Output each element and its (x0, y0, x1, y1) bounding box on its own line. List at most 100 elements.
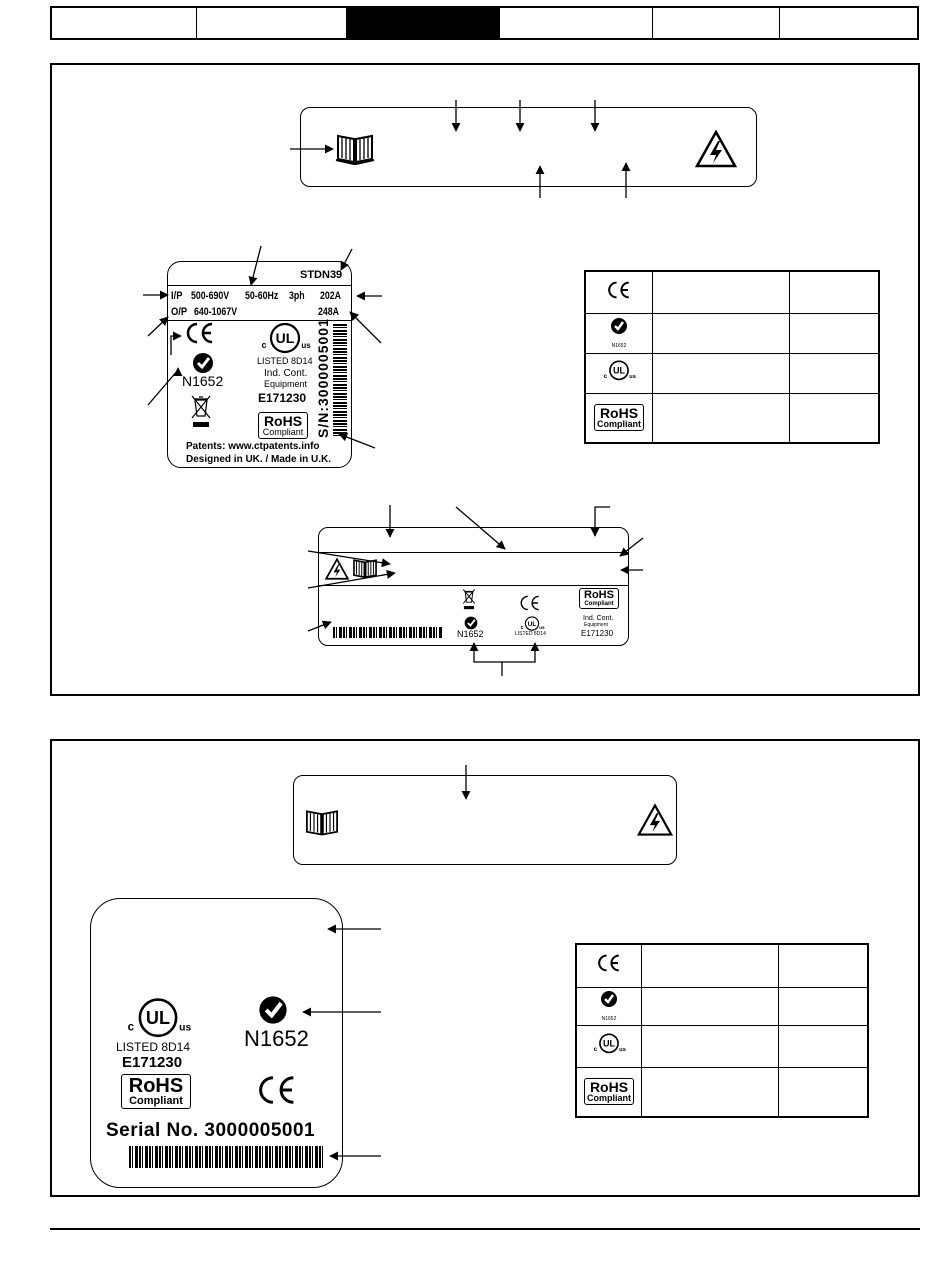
approvals-1-ul-cell: UL c us (584, 352, 653, 394)
svg-text:c: c (521, 625, 524, 631)
approvals-1-cell (789, 392, 880, 444)
label2-ul-listed: LISTED 8D14 (515, 631, 546, 637)
approvals-2-cell (778, 1066, 869, 1118)
approvals-1-rohs-main: RoHS (599, 404, 639, 421)
label1-op-current: 248A (318, 306, 340, 318)
label1-ul-line2: Equipment (264, 379, 308, 389)
ul-mark-icon: UL c us (604, 359, 636, 380)
svg-text:UL: UL (613, 365, 626, 375)
c-tick-icon (464, 616, 478, 630)
approvals-2-ctick-code: N1652 (601, 1016, 617, 1022)
warning-electric-icon (637, 803, 673, 836)
ce-mark-icon (186, 322, 213, 344)
svg-text:us: us (179, 1023, 191, 1034)
label1-divider (168, 285, 351, 286)
svg-text:c: c (128, 1021, 135, 1034)
label1-op-voltage: 640-1067V (194, 306, 238, 318)
label2-ctick-code: N1652 (457, 629, 484, 639)
drive-rating-label-2: RoHS Compliant N1652 UL c us LISTED 8D14… (318, 527, 629, 646)
book-icon (335, 134, 375, 165)
header-tab-strip (50, 6, 919, 40)
svg-text:us: us (629, 374, 636, 380)
label1-made-in: Designed in UK. / Made in U.K. (186, 454, 332, 465)
label1-ul-file: E171230 (258, 391, 307, 405)
label2-rohs-sub: Compliant (584, 601, 614, 607)
label3-rohs-sub: Compliant (129, 1095, 183, 1107)
drive-rating-label-1: STDN39 I/P 500-690V 50-60Hz 3ph 202A O/P… (167, 261, 352, 468)
label1-ip-freq: 50-60Hz (245, 290, 279, 302)
label2-rohs-badge: RoHS Compliant (579, 588, 619, 609)
ce-mark-icon (598, 954, 619, 972)
label1-rohs-sub: Compliant (262, 427, 304, 437)
label1-rohs-badge: RoHS Compliant (258, 412, 308, 439)
approvals-table-1: N1652 UL c us RoHS Compliant (584, 270, 880, 444)
tab-2 (197, 8, 347, 38)
svg-text:us: us (539, 625, 545, 630)
svg-text:us: us (619, 1047, 626, 1053)
approvals-1-cell (652, 392, 790, 444)
approvals-1-rohs-sub: Compliant (597, 418, 641, 429)
svg-text:UL: UL (528, 621, 537, 628)
ce-mark-icon (608, 281, 629, 299)
tab-5 (653, 8, 780, 38)
label1-ip-label: I/P (171, 290, 183, 302)
label2-ul-line1: Ind. Cont. (583, 615, 614, 622)
label1-patents: Patents: www.ctpatents.info (186, 441, 320, 452)
weee-bin-icon (191, 395, 211, 427)
c-tick-icon (601, 991, 617, 1007)
approvals-1-ce-cell (584, 270, 653, 314)
tab-1 (52, 8, 197, 38)
weee-bin-icon (462, 589, 476, 610)
label3-serial: Serial No. 3000005001 (106, 1120, 316, 1141)
approvals-1-ctick-code: N1652 (611, 343, 627, 349)
svg-text:c: c (594, 1046, 598, 1053)
label1-op-label: O/P (171, 306, 188, 318)
approvals-1-cell (652, 312, 790, 354)
approvals-1-cell (789, 312, 880, 354)
label1-ip-voltage: 500-690V (191, 290, 230, 302)
figure-2-frame (50, 739, 920, 1197)
label1-ip-current: 202A (320, 290, 342, 302)
barcode-icon (129, 1146, 323, 1168)
label2-divider-2 (319, 585, 628, 586)
tab-3-active (347, 8, 500, 38)
barcode-icon (333, 324, 347, 436)
ul-mark-icon: UL c us (128, 998, 191, 1038)
approvals-2-rohs-sub: Compliant (587, 1092, 631, 1103)
label3-ul-file: E171230 (122, 1054, 183, 1071)
label1-divider-2 (168, 320, 351, 321)
tab-4 (500, 8, 653, 38)
approvals-1-rohs-cell: RoHS Compliant (584, 392, 653, 444)
label3-rohs-main: RoHS (128, 1075, 184, 1097)
label1-ul-line1: Ind. Cont. (264, 368, 308, 379)
label2-divider (319, 552, 628, 553)
approvals-1-ctick-cell: N1652 (584, 312, 653, 354)
ul-mark-icon: UL c us (521, 616, 545, 631)
approvals-2-rohs-main: RoHS (589, 1078, 629, 1095)
label1-ul-listed: LISTED 8D14 (257, 356, 313, 366)
svg-text:c: c (604, 373, 608, 380)
book-icon (306, 810, 338, 836)
approvals-2-cell (778, 943, 869, 988)
svg-text:c: c (261, 340, 266, 350)
approvals-2-ce-cell (575, 943, 642, 988)
c-tick-icon (193, 353, 213, 373)
top-rating-label-2 (293, 775, 677, 865)
label1-ctick-code: N1652 (182, 373, 224, 389)
approvals-2-cell (641, 1024, 779, 1068)
label2-ul-file: E171230 (581, 629, 614, 638)
c-tick-icon (611, 318, 627, 334)
svg-text:UL: UL (276, 330, 295, 346)
label2-ul-line2: Equipment (584, 622, 608, 628)
ce-mark-icon (259, 1076, 294, 1104)
warning-electric-icon (325, 558, 349, 580)
ul-mark-icon: UL c us (261, 322, 311, 354)
svg-text:us: us (301, 341, 311, 350)
label3-ul-listed: LISTED 8D14 (116, 1040, 191, 1054)
top-rating-label (300, 107, 757, 187)
footer-rule (50, 1228, 920, 1230)
approvals-2-cell (641, 943, 779, 988)
